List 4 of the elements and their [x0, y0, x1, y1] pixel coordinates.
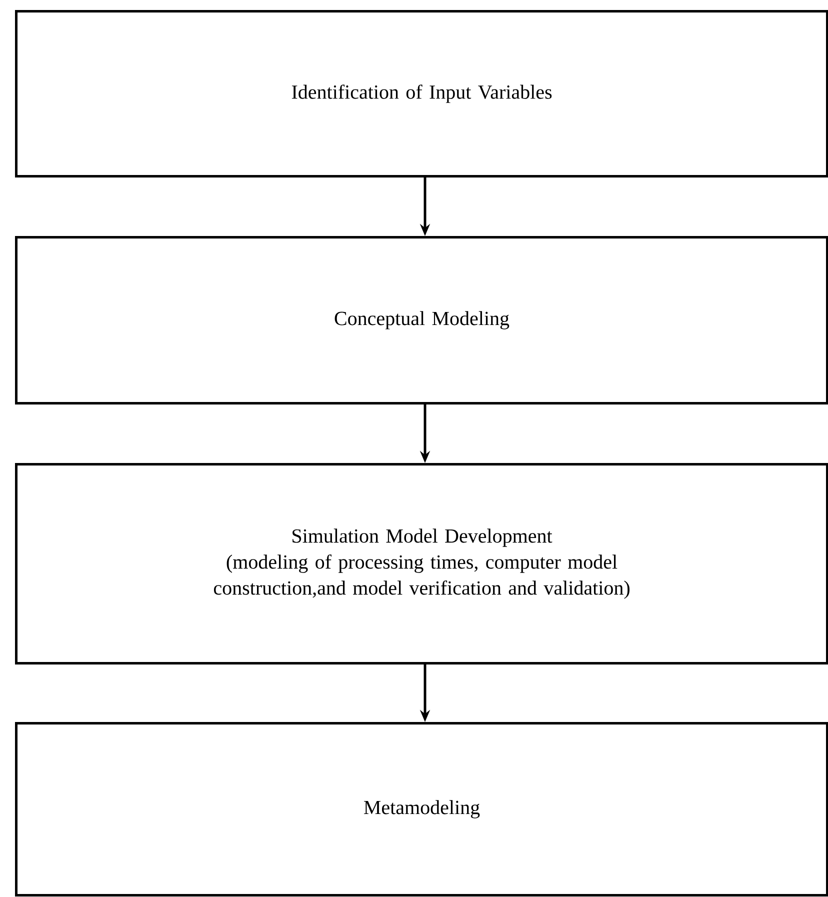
- process-box: Metamodeling: [15, 722, 828, 896]
- process-box: Simulation Model Development (modeling of processing times, computer model construction,and model verification and validation): [15, 463, 828, 664]
- process-box: Identification of Input Variables: [15, 10, 828, 178]
- process-box: Conceptual Modeling: [15, 236, 828, 404]
